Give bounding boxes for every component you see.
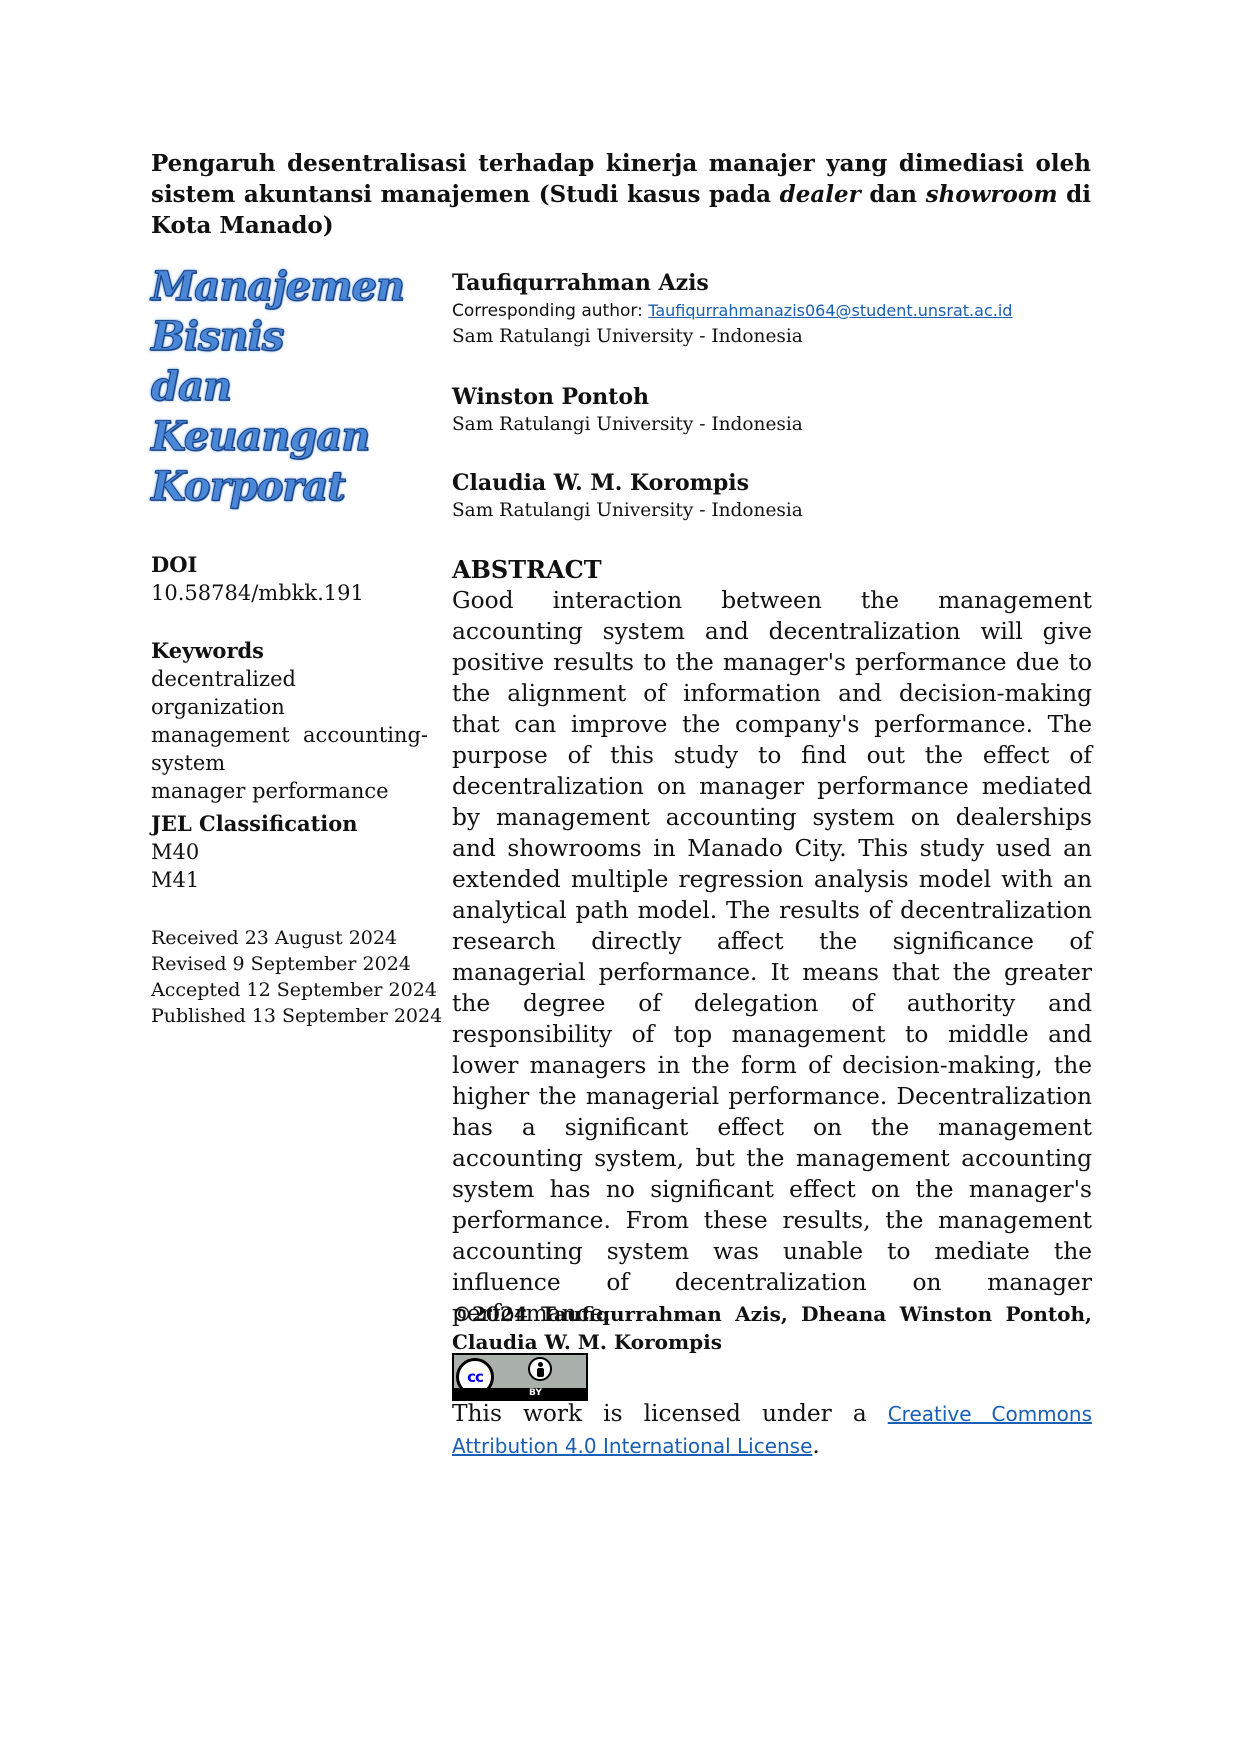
license-block: This work is licensed under a Creative C…	[452, 1398, 1092, 1462]
author-block: Claudia W. M. Korompis Sam Ratulangi Uni…	[452, 468, 1092, 523]
logo-line: Keuangan	[151, 413, 371, 461]
title-text: dan	[860, 181, 926, 208]
logo-line: Bisnis	[151, 313, 285, 361]
logo-line: dan	[151, 363, 233, 411]
author-block: Winston Pontoh Sam Ratulangi University …	[452, 382, 1092, 437]
accepted-date: Accepted 12 September 2024	[151, 979, 437, 1001]
license-text: This work is licensed under a Creative C…	[452, 1398, 1092, 1462]
by-label: BY	[529, 1388, 542, 1398]
author-block: Taufiqurrahman Azis Corresponding author…	[452, 268, 1092, 349]
author-name: Winston Pontoh	[452, 384, 650, 410]
title-italic-showroom: showroom	[925, 181, 1058, 208]
badge-strip	[454, 1388, 586, 1399]
author-name: Taufiqurrahman Azis	[452, 270, 709, 296]
jel-block: JEL Classification M40 M41	[151, 810, 428, 894]
cc-by-badge[interactable]: cc BY	[452, 1353, 588, 1401]
keyword-item: decentralized organization	[151, 667, 296, 719]
jel-code: M41	[151, 868, 200, 892]
dates-block: Received 23 August 2024 Revised 9 Septem…	[151, 925, 451, 1029]
title-text: di Kota Manado)	[151, 181, 1091, 239]
corresponding-label: Corresponding author:	[452, 301, 649, 321]
logo-line: Manajemen	[151, 263, 406, 311]
title-text: Pengaruh desentralisasi terhadap kinerja…	[151, 150, 1091, 208]
jel-code: M40	[151, 840, 200, 864]
doi-value: 10.58784/mbkk.191	[151, 581, 364, 605]
published-date: Published 13 September 2024	[151, 1005, 443, 1027]
journal-logo: Manajemen Bisnis dan Keuangan Korporat	[151, 262, 406, 527]
author-affiliation: Sam Ratulangi University - Indonesia	[452, 500, 803, 521]
author-affiliation: Sam Ratulangi University - Indonesia	[452, 326, 803, 347]
attribution-person-icon	[528, 1357, 552, 1381]
abstract-text: Good interaction between the management …	[452, 587, 1092, 1327]
keyword-item: manager performance	[151, 779, 389, 803]
copyright-text: ©2024 Taufiqurrahman Azis, Dheana Winsto…	[452, 1302, 1092, 1354]
doi-label: DOI	[151, 552, 198, 577]
license-prefix: This work is licensed under a	[452, 1400, 888, 1427]
author-email-link[interactable]: Taufiqurrahmanazis064@student.unsrat.ac.…	[648, 301, 1013, 320]
author-affiliation: Sam Ratulangi University - Indonesia	[452, 414, 803, 435]
abstract-section: ABSTRACT Good interaction between the ma…	[452, 555, 1092, 1329]
doi-block: DOI 10.58784/mbkk.191	[151, 551, 428, 607]
revised-date: Revised 9 September 2024	[151, 953, 411, 975]
keyword-item: management accounting-system	[151, 723, 428, 775]
keywords-label: Keywords	[151, 638, 265, 663]
received-date: Received 23 August 2024	[151, 927, 398, 949]
jel-label: JEL Classification	[151, 811, 358, 836]
logo-line: Korporat	[151, 463, 347, 511]
paper-title: Pengaruh desentralisasi terhadap kinerja…	[151, 148, 1091, 241]
abstract-heading: ABSTRACT	[452, 555, 602, 584]
author-name: Claudia W. M. Korompis	[452, 470, 750, 496]
license-suffix: .	[812, 1432, 820, 1459]
title-italic-dealer: dealer	[779, 181, 861, 208]
license-link[interactable]: Creative Commons Attribution 4.0 Interna…	[452, 1402, 1092, 1458]
keywords-block: Keywords decentralized organization mana…	[151, 637, 428, 805]
copyright-block: ©2024 Taufiqurrahman Azis, Dheana Winsto…	[452, 1300, 1092, 1356]
corresponding-author-line: Corresponding author: Taufiqurrahmanazis…	[452, 298, 1092, 324]
